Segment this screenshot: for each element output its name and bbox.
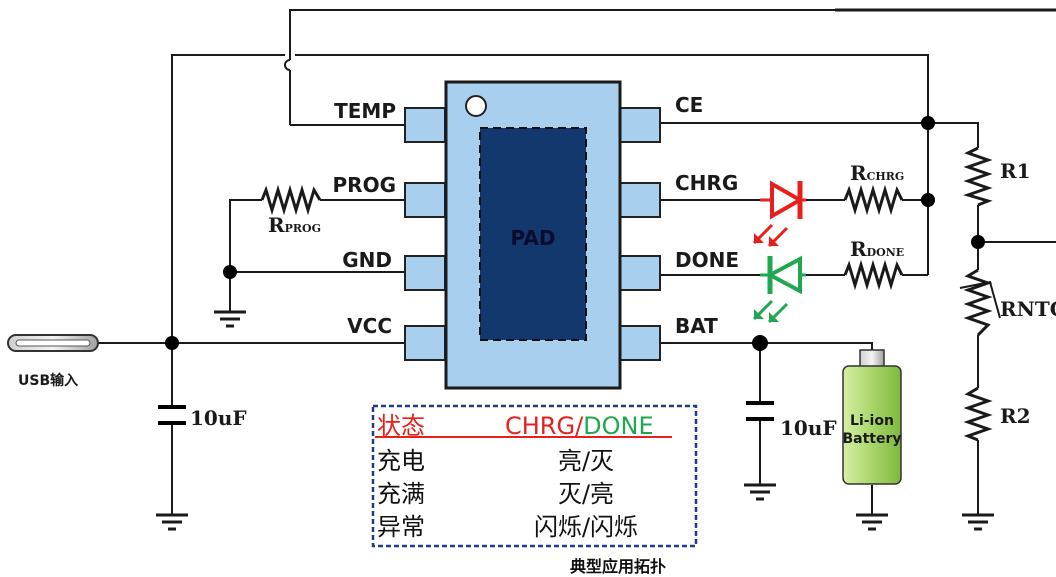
cap-out-label: 10uF [780, 416, 837, 440]
table-row-value: 闪烁/闪烁 [534, 513, 638, 541]
rntc-label: RNTC [1000, 297, 1056, 321]
resistor-r2 [963, 386, 993, 442]
table-header-signals: CHRG/DONE [505, 412, 654, 440]
capacitor-output [746, 401, 774, 421]
r2-label: R2 [1000, 404, 1031, 428]
r-chrg-label: RCHRG [850, 161, 904, 185]
table-row-state: 充满 [377, 480, 425, 508]
pad-label: PAD [511, 226, 556, 250]
table-header-state: 状态 [377, 412, 425, 440]
pin-bat-label: BAT [675, 314, 718, 338]
pin-done-label: DONE [675, 248, 739, 272]
r-done-label: RDONE [850, 237, 904, 261]
resistor-chrg [843, 184, 904, 216]
table-row-value: 灭/亮 [558, 480, 614, 508]
resistor-r1 [963, 146, 993, 207]
table-row-state: 异常 [377, 513, 425, 541]
junctions [165, 116, 985, 351]
pin-gnd-label: GND [342, 248, 392, 272]
table-row-state: 充电 [377, 447, 425, 475]
capacitor-input [158, 405, 186, 425]
pin-temp-label: TEMP [334, 99, 396, 123]
battery-icon [842, 349, 902, 485]
pin-prog-label: PROG [333, 173, 396, 197]
resistor-done [843, 259, 904, 291]
resistor-prog [260, 184, 322, 216]
battery-label-line1: Li-ion [850, 413, 894, 429]
r1-label: R1 [1000, 159, 1031, 183]
r-prog-label: RPROG [268, 213, 321, 237]
ground-symbols [156, 310, 994, 531]
usb-connector-icon [7, 334, 99, 352]
pin-ce-label: CE [675, 93, 703, 117]
pin-chrg-label: CHRG [675, 171, 738, 195]
battery-label-line2: Battery [842, 431, 901, 447]
wires [98, 8, 1056, 515]
table-row-value: 亮/灭 [558, 447, 614, 475]
led-chrg [752, 180, 806, 248]
ic-chip [404, 80, 661, 390]
diagram-caption: 典型应用拓扑 [570, 557, 666, 576]
cap-in-label: 10uF [190, 406, 247, 430]
resistor-ntc [959, 268, 1001, 337]
status-table [371, 404, 698, 548]
pin-vcc-label: VCC [347, 314, 392, 338]
led-done [752, 255, 806, 324]
usb-input-label: USB输入 [18, 372, 78, 389]
